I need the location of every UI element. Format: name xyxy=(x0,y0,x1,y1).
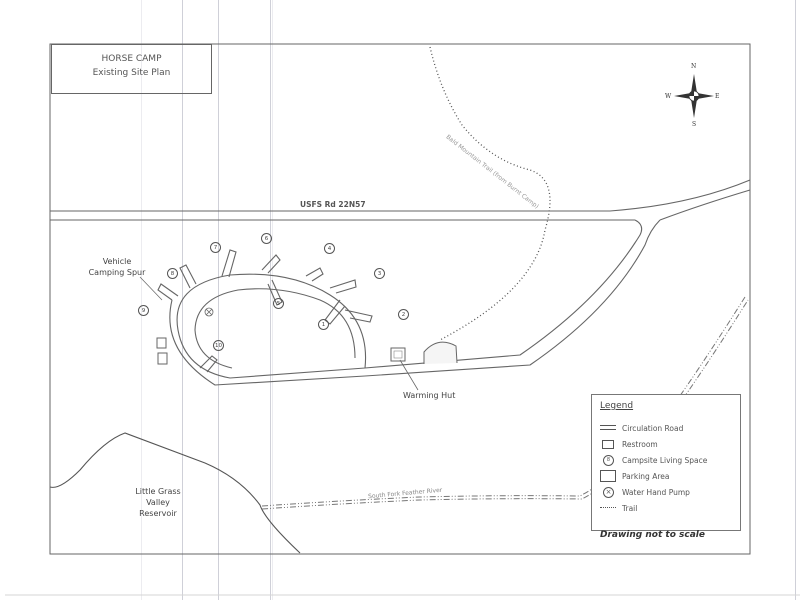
campsite-marker-4[interactable]: 4 xyxy=(324,243,335,254)
legend-box: Legend Circulation Road Restroom 8 Camps… xyxy=(591,394,741,531)
legend-item-restroom: Restroom xyxy=(600,437,658,451)
map-title: HORSE CAMP xyxy=(101,54,162,64)
scan-artifact-line xyxy=(141,0,142,600)
campsite-marker-6[interactable]: 6 xyxy=(261,233,272,244)
parking-area-shape xyxy=(423,341,458,364)
trail-path xyxy=(429,46,551,341)
map-frame xyxy=(49,43,751,555)
scan-artifact-line xyxy=(218,0,219,600)
campsite-spurs xyxy=(157,249,373,373)
compass-rose-icon xyxy=(674,74,714,118)
legend-item-trail: Trail xyxy=(600,501,637,515)
warming-hut-icon xyxy=(390,347,406,362)
restroom-icon xyxy=(600,439,616,449)
campsite-marker-5[interactable]: 5 xyxy=(273,298,284,309)
dotted-line-icon xyxy=(600,503,616,513)
restroom-icon xyxy=(156,337,167,349)
vehicle-spur-label: Vehicle Camping Spur xyxy=(88,257,146,277)
legend-item-parking: Parking Area xyxy=(600,469,669,483)
warming-hut-label: Warming Hut xyxy=(403,391,456,400)
campsite-marker-9[interactable]: 9 xyxy=(138,305,149,316)
scan-artifact-line xyxy=(795,0,796,600)
compass-north-label: N xyxy=(691,63,697,70)
scale-note: Drawing not to scale xyxy=(600,530,705,540)
campsite-marker-10[interactable]: 10 xyxy=(213,340,224,351)
map-subtitle: Existing Site Plan xyxy=(92,68,171,78)
scan-artifact-line xyxy=(272,0,273,600)
title-box: HORSE CAMP Existing Site Plan xyxy=(51,44,212,94)
main-road xyxy=(50,179,751,221)
legend-item-water-pump: × Water Hand Pump xyxy=(600,485,690,499)
campsite-marker-2[interactable]: 2 xyxy=(398,309,409,320)
circulation-road-diagonal xyxy=(364,219,661,377)
reservoir-label: Little Grass Valley Reservoir xyxy=(135,487,181,518)
campsite-marker-3[interactable]: 3 xyxy=(374,268,385,279)
legend-item-campsite: 8 Campsite Living Space xyxy=(600,453,707,467)
restroom-icon xyxy=(157,352,168,365)
rectangle-icon xyxy=(600,470,616,482)
circled-number-icon: 8 xyxy=(600,455,616,466)
compass-east-label: E xyxy=(715,93,720,100)
compass-south-label: S xyxy=(692,121,697,128)
campsite-marker-8[interactable]: 8 xyxy=(167,268,178,279)
campsite-marker-7[interactable]: 7 xyxy=(210,242,221,253)
legend-heading: Legend xyxy=(600,401,634,411)
reservoir-shoreline xyxy=(49,432,301,554)
scan-artifact-line xyxy=(270,0,271,600)
double-line-icon xyxy=(600,423,616,433)
circled-x-icon: × xyxy=(600,487,616,498)
legend-item-circulation-road: Circulation Road xyxy=(600,421,683,435)
compass-west-label: W xyxy=(665,93,672,100)
campsite-marker-1[interactable]: 1 xyxy=(318,319,329,330)
road-label: USFS Rd 22N57 xyxy=(300,200,366,209)
water-pump-icon xyxy=(204,307,214,317)
campground-loop xyxy=(169,273,367,386)
